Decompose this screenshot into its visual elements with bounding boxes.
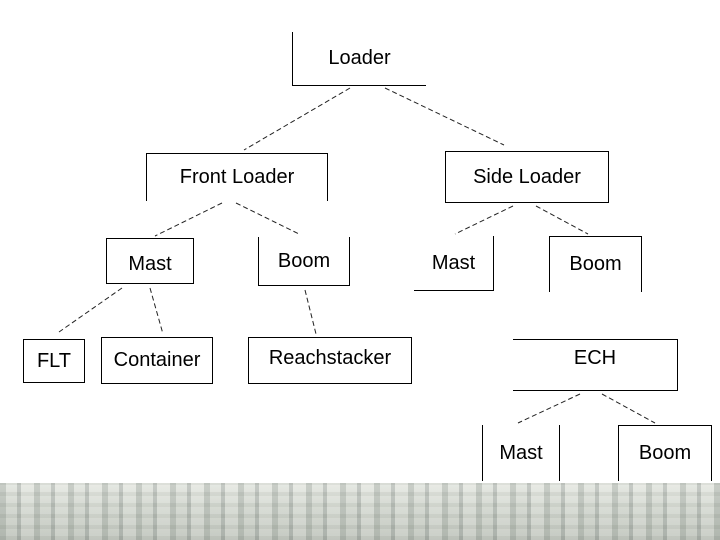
connector-side-loader-mast [454, 205, 514, 235]
node-loader-label: Loader [328, 47, 391, 69]
connector-front-loader-boom [235, 202, 300, 235]
node-front-mast-label: Mast [128, 253, 172, 275]
node-side-boom-label: Boom [569, 253, 622, 275]
node-front-loader: Front Loader [146, 153, 328, 201]
node-side-loader-label: Side Loader [473, 165, 581, 188]
node-flt: FLT [23, 339, 85, 383]
node-container: Container [101, 337, 213, 384]
connector-mast-container [149, 287, 164, 335]
node-side-mast: Mast [414, 236, 494, 291]
connector-boom-reachstacker [304, 289, 317, 335]
connector-loader-side-loader [384, 87, 505, 146]
node-side-boom: Boom [549, 236, 642, 292]
connector-ech-mast [517, 393, 581, 424]
footer-cityscape-image [0, 483, 720, 540]
node-front-boom: Boom [258, 237, 350, 286]
node-reachstacker-label: Reachstacker [268, 347, 392, 369]
connector-ech-boom [601, 393, 656, 424]
node-side-loader: Side Loader [445, 151, 609, 203]
node-ech-mast-label: Mast [499, 441, 543, 464]
node-front-boom-label: Boom [277, 249, 331, 272]
node-loader: Loader [292, 32, 426, 86]
connector-loader-front-loader [243, 87, 351, 151]
node-ech-mast: Mast [482, 425, 560, 481]
node-ech-boom-label: Boom [638, 442, 692, 464]
connector-front-loader-mast [154, 202, 223, 237]
node-ech: ECH [513, 339, 678, 391]
node-front-mast: Mast [106, 238, 194, 284]
connector-mast-flt [58, 287, 123, 333]
node-reachstacker: Reachstacker [248, 337, 412, 384]
node-ech-label: ECH [573, 347, 617, 369]
node-front-loader-label: Front Loader [179, 166, 295, 188]
node-side-mast-label: Mast [431, 251, 476, 274]
connector-side-loader-boom [535, 205, 589, 235]
node-ech-boom: Boom [618, 425, 712, 481]
node-container-label: Container [113, 349, 201, 371]
node-flt-label: FLT [36, 349, 72, 372]
